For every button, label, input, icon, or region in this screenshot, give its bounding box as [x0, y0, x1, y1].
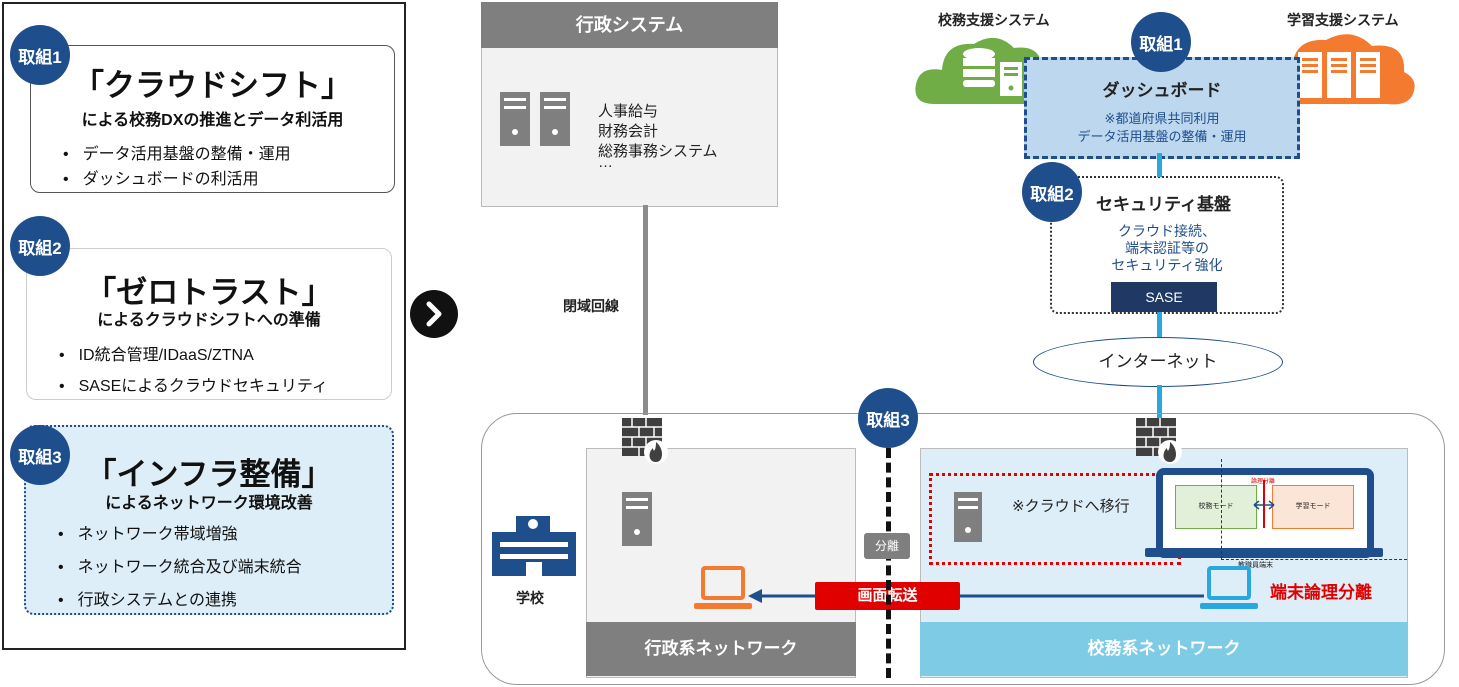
- security-line: セキュリティ強化: [1111, 257, 1223, 273]
- security-badge: 取組2: [1022, 162, 1082, 222]
- school-affairs-system-label: 校務支援システム: [938, 12, 1050, 28]
- initiative-2-title: 「ゼロトラスト」: [85, 275, 333, 310]
- server-icon: [622, 492, 652, 546]
- laptop-icon: [694, 566, 752, 609]
- servers-icon: [1298, 52, 1380, 98]
- laptop-icon: [1200, 566, 1258, 609]
- initiative-3-bullet: ネットワーク統合及び端末統合: [58, 553, 302, 577]
- security-line: クラウド接続、: [1118, 223, 1216, 239]
- firewall-icon: [622, 418, 668, 464]
- admin-system-item: …: [598, 154, 613, 171]
- separation-divider: [886, 448, 891, 678]
- dashboard-title: ダッシュボード: [1102, 81, 1222, 100]
- learning-system-label: 学習支援システム: [1287, 12, 1399, 28]
- sase-box: SASE: [1111, 282, 1217, 312]
- cloud-link: [1157, 153, 1162, 177]
- initiatives-panel: [2, 2, 406, 650]
- initiative-2-subtitle: によるクラウドシフトへの準備: [97, 312, 321, 329]
- internet-ellipse: インターネット: [1033, 337, 1283, 387]
- screen-divider-label: 論理分離: [1251, 479, 1276, 485]
- admin-system-title: 行政システム: [481, 2, 778, 48]
- initiative-card-2: 「ゼロトラスト」 によるクラウドシフトへの準備 ID統合管理/IDaaS/ZTN…: [26, 248, 392, 400]
- initiative-3-bullet: 行政システムとの連携: [58, 586, 237, 610]
- initiative-3-badge: 取組3: [10, 425, 70, 485]
- admin-system-item: 財務会計: [598, 123, 659, 140]
- school-building-icon: [492, 516, 576, 576]
- school-network-frame: [481, 413, 1445, 685]
- laptop-dash-line: [1221, 459, 1222, 559]
- initiative-3-title: 「インフラ整備」: [85, 457, 333, 492]
- admin-network-label: 行政系ネットワーク: [586, 622, 856, 676]
- internet-link: [1157, 385, 1162, 425]
- double-arrow-icon: [1253, 500, 1275, 510]
- cloud-migration-note: ※クラウドへ移行: [1012, 498, 1130, 515]
- security-box: [1050, 176, 1284, 314]
- security-line: 端末認証等の: [1125, 240, 1209, 256]
- firewall-icon: [1136, 418, 1182, 464]
- logical-separation-label: 端末論理分離: [1270, 583, 1372, 602]
- school-network-label: 校務系ネットワーク: [920, 622, 1408, 676]
- school-mode-screen: 校務モード: [1175, 485, 1257, 529]
- staff-laptop-base: [1145, 548, 1383, 557]
- initiative-3-bullet: ネットワーク帯域増強: [58, 520, 238, 544]
- closed-line: [643, 205, 648, 415]
- initiative-1-bullet: データ活用基盤の整備・運用: [63, 140, 291, 164]
- initiative-1-subtitle: による校務DXの推進とデータ利活用: [81, 112, 344, 129]
- laptop-dash-line: [1221, 559, 1407, 560]
- initiative-card-1: 「クラウドシフト」 による校務DXの推進とデータ利活用 データ活用基盤の整備・運…: [30, 45, 395, 193]
- school-label: 学校: [516, 590, 544, 606]
- admin-system-item: 人事給与: [598, 103, 659, 120]
- screen-divider-line: [1263, 480, 1265, 528]
- server-icon: [500, 92, 530, 146]
- database-icon: [963, 48, 995, 87]
- initiative-2-badge: 取組2: [10, 216, 70, 276]
- chevron-right-icon: [410, 290, 458, 338]
- dashboard-box: [1024, 57, 1300, 159]
- dashboard-note: ※都道府県共同利用: [1104, 111, 1220, 126]
- laptop-caption: 教職員端末: [1238, 562, 1273, 569]
- initiative-card-3: 「インフラ整備」 によるネットワーク環境改善 ネットワーク帯域増強 ネットワーク…: [24, 425, 394, 615]
- security-title: セキュリティ基盤: [1096, 195, 1231, 214]
- separation-label: 分離: [864, 533, 910, 559]
- dashboard-note: データ活用基盤の整備・運用: [1077, 129, 1247, 144]
- initiative-2-bullet: ID統合管理/IDaaS/ZTNA: [59, 341, 254, 365]
- server-icon: [540, 92, 570, 146]
- initiative-1-title: 「クラウドシフト」: [73, 68, 352, 103]
- admin-system-item: 総務事務システム: [598, 143, 718, 160]
- closed-line-label: 閉域回線: [563, 298, 619, 314]
- server-icon: [1000, 62, 1022, 96]
- server-icon: [954, 492, 982, 542]
- initiative-3-subtitle: によるネットワーク環境改善: [105, 495, 313, 512]
- initiative-1-bullet: ダッシュボードの利活用: [63, 165, 259, 189]
- school-badge: 取組3: [858, 388, 918, 448]
- initiative-1-badge: 取組1: [10, 25, 70, 85]
- dashboard-badge: 取組1: [1131, 12, 1191, 72]
- learning-mode-screen: 学習モード: [1272, 485, 1354, 529]
- internet-link: [1157, 312, 1162, 340]
- initiative-2-bullet: SASEによるクラウドセキュリティ: [59, 372, 328, 396]
